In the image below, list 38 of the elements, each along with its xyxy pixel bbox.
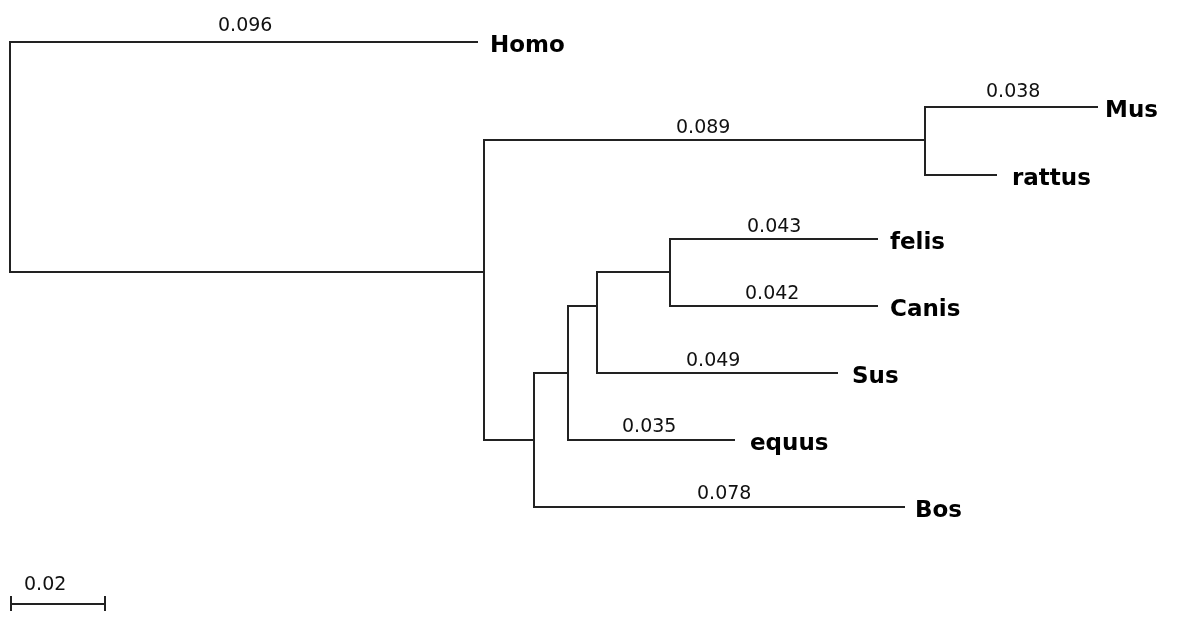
- branch-length-label: 0.042: [745, 282, 800, 302]
- tree-branch: [670, 305, 879, 307]
- tree-branch: [534, 506, 906, 508]
- branch-length-label: 0.035: [622, 415, 677, 435]
- tree-branch: [10, 41, 479, 43]
- tree-branch: [670, 238, 879, 240]
- tree-branch: [925, 106, 1099, 108]
- taxon-label: Canis: [878, 294, 961, 322]
- branch-junction-line: [533, 372, 535, 508]
- tree-branch: [484, 139, 925, 141]
- taxon-label: Homo: [478, 30, 565, 58]
- tree-branch: [597, 271, 670, 273]
- branch-junction-line: [669, 238, 671, 307]
- branch-junction-line: [596, 271, 598, 374]
- taxon-label: equus: [735, 428, 829, 456]
- tree-branch: [568, 439, 736, 441]
- branch-junction-line: [567, 305, 569, 441]
- tree-branch: [10, 271, 484, 273]
- branch-length-label: 0.049: [686, 349, 741, 369]
- tree-branch: [484, 439, 534, 441]
- tree-branch: [597, 372, 839, 374]
- taxon-label: felis: [878, 227, 946, 255]
- branch-junction-line: [9, 41, 11, 273]
- taxon-label: Bos: [905, 495, 963, 523]
- branch-length-label: 0.096: [218, 14, 273, 34]
- tree-branch: [925, 174, 998, 176]
- tree-branch: [568, 305, 597, 307]
- branch-junction-line: [924, 106, 926, 176]
- branch-junction-line: [483, 139, 485, 441]
- scale-value-label: 0.02: [24, 573, 67, 593]
- branch-length-label: 0.089: [676, 116, 731, 136]
- branch-length-label: 0.038: [986, 80, 1041, 100]
- branch-length-label: 0.078: [697, 482, 752, 502]
- branch-length-label: 0.043: [747, 215, 802, 235]
- tree-branch: [534, 372, 568, 374]
- taxon-label: Mus: [1098, 95, 1158, 123]
- taxon-label: Sus: [838, 361, 899, 389]
- taxon-label: rattus: [997, 163, 1091, 191]
